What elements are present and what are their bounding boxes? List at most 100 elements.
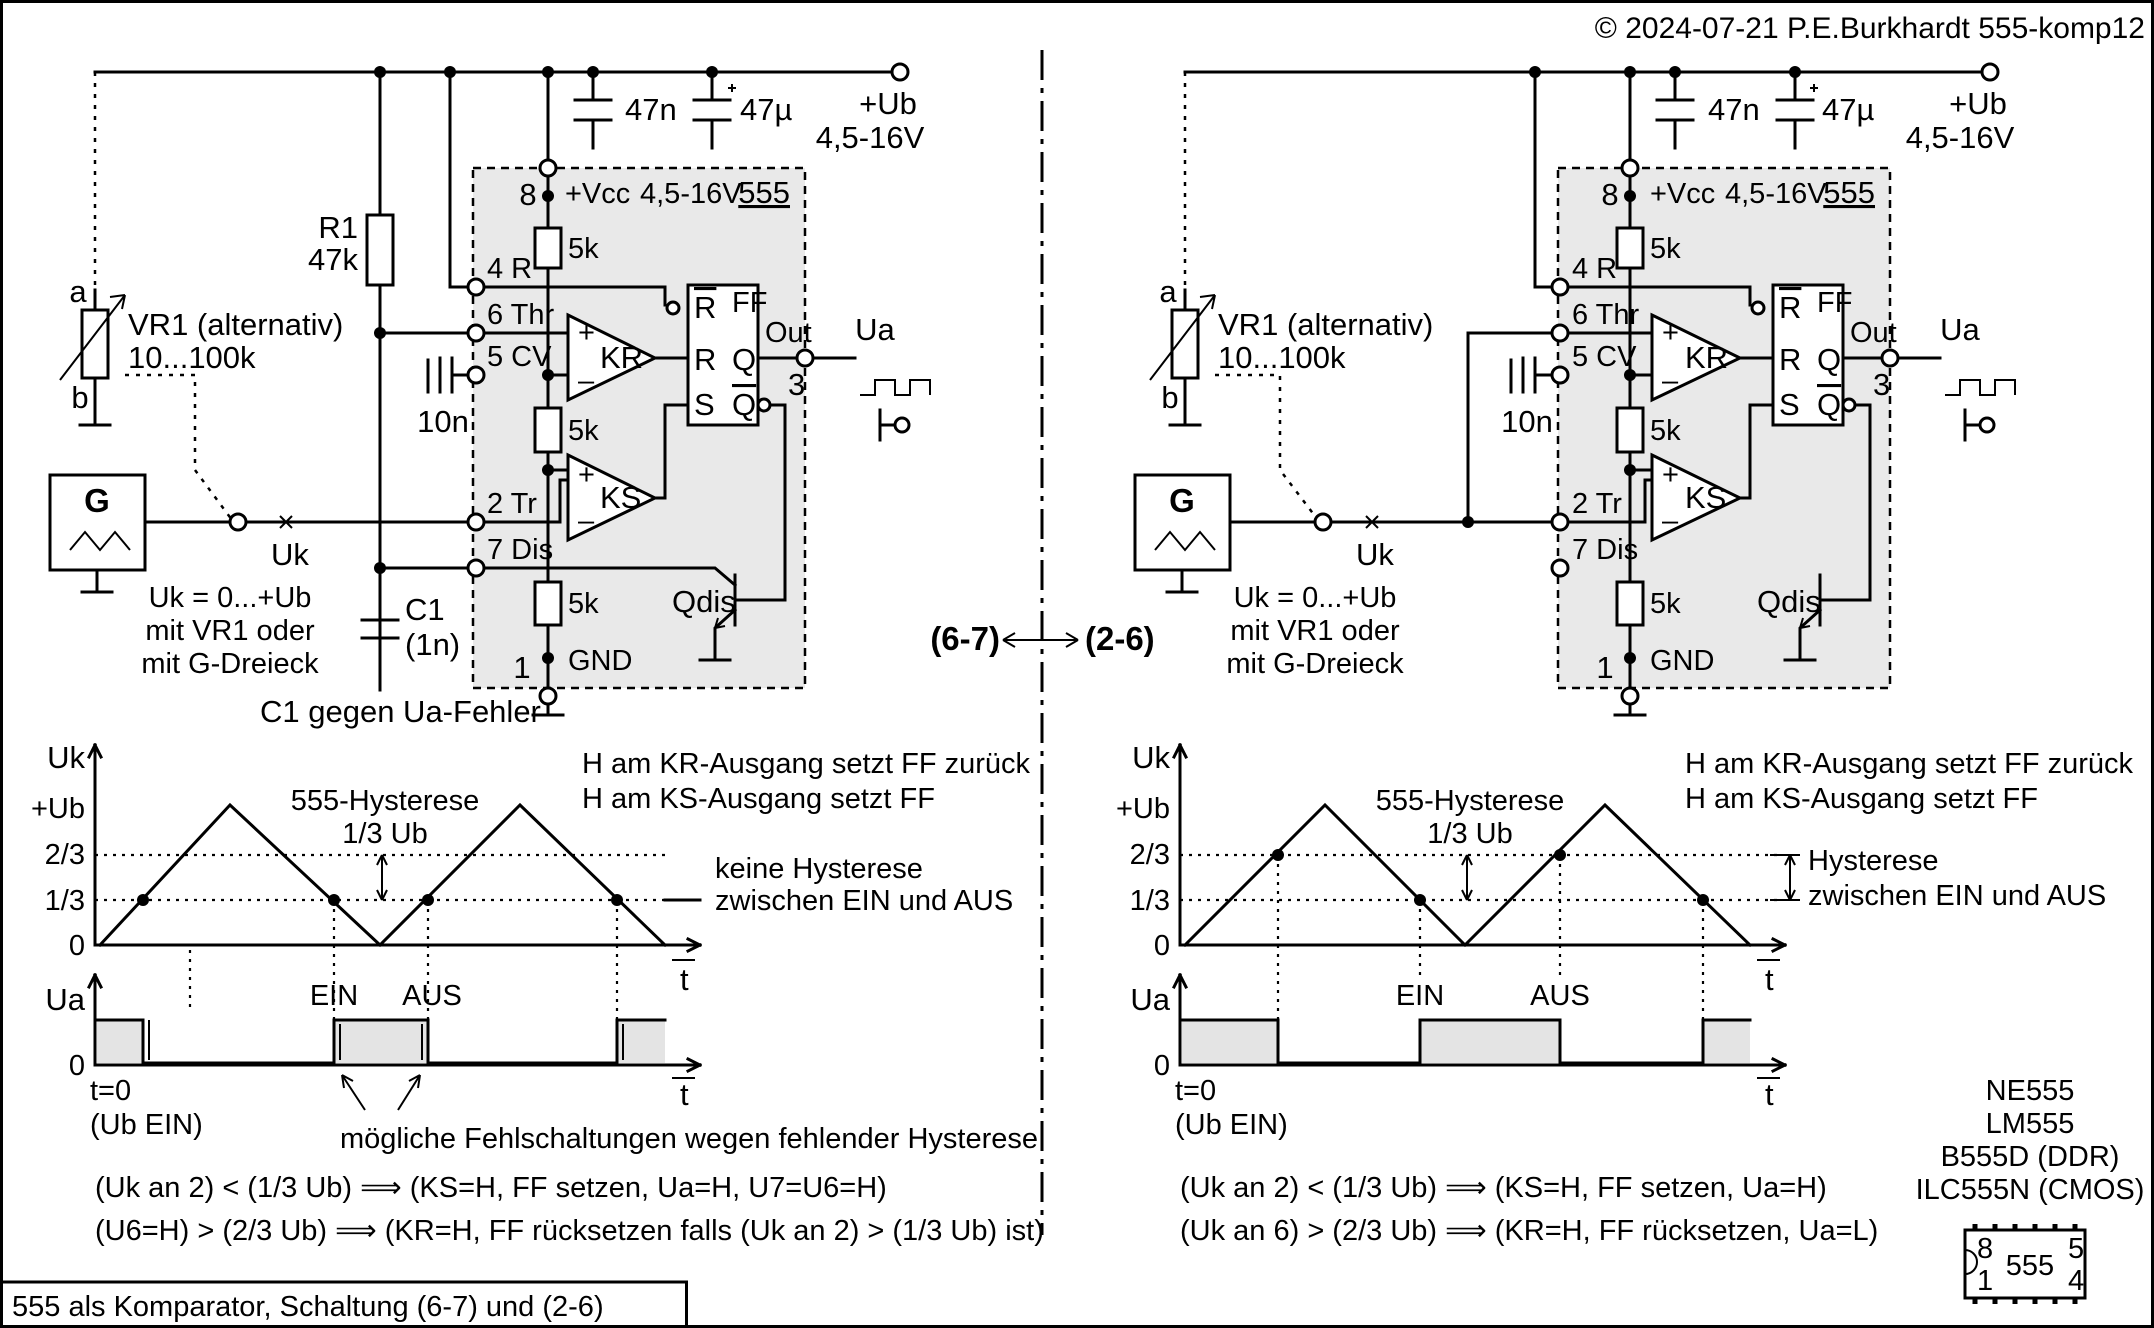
pin4-label-r: 4 R xyxy=(1572,253,1617,285)
c1-capacitor xyxy=(360,566,400,692)
ks-plus: + xyxy=(578,459,595,491)
t0-r: 0 xyxy=(1154,930,1170,962)
kr-note: H am KR-Ausgang setzt FF zurück xyxy=(582,748,1031,780)
pkg-pin4: 4 xyxy=(2068,1265,2084,1297)
eq2-left: (U6=H) > (2/3 Ub) ⟹ (KR=H, FF rücksetzen… xyxy=(95,1215,1044,1247)
out-label-r: Out xyxy=(1850,317,1897,349)
ff-r-r: R xyxy=(1779,342,1801,377)
kr-minus-r: – xyxy=(1662,365,1679,397)
ff-label: FF xyxy=(732,287,767,319)
uk-label: Uk xyxy=(271,537,309,572)
vr1-range: 10...100k xyxy=(128,340,256,375)
t23-r: 2/3 xyxy=(1130,839,1170,871)
pkg-pin8: 8 xyxy=(1977,1233,1993,1265)
gnd-label: GND xyxy=(568,645,632,677)
ff-qbar-r: Q xyxy=(1817,387,1841,422)
pkg-name: 555 xyxy=(2006,1250,2054,1282)
t0: 0 xyxy=(69,930,85,962)
aus-label-r: AUS xyxy=(1530,980,1590,1012)
t0-label: t=0 xyxy=(90,1075,131,1107)
r1-resistor xyxy=(365,213,395,287)
hyst-val-r: 1/3 Ub xyxy=(1427,818,1512,850)
ff-q-r: Q xyxy=(1817,342,1841,377)
chip-name: 555 xyxy=(738,175,790,210)
r5k-1-r: 5k xyxy=(1650,233,1681,265)
ua-label-r: Ua xyxy=(1940,312,1980,347)
pin3-label: 3 xyxy=(788,367,805,402)
pin7-label: 7 Dis xyxy=(487,534,553,566)
ic-type-4: ILC555N (CMOS) xyxy=(1916,1174,2145,1206)
pin1: 1 xyxy=(513,650,530,685)
pin4-label: 4 R xyxy=(487,253,532,285)
vr1-b-r: b xyxy=(1161,380,1178,415)
t0-label-r: t=0 xyxy=(1175,1075,1216,1107)
eq1-right: (Uk an 2) < (1/3 Ub) ⟹ (KS=H, FF setzen,… xyxy=(1180,1172,1827,1204)
t0-ua-r: 0 xyxy=(1154,1050,1170,1082)
pin3-label-r: 3 xyxy=(1873,367,1890,402)
aus-label: AUS xyxy=(402,980,462,1012)
t23: 2/3 xyxy=(45,839,85,871)
vr1-label-r: VR1 (alternativ) xyxy=(1218,307,1433,342)
t-axis-2-r: t xyxy=(1765,1077,1774,1112)
uk-note-2-r: mit VR1 oder xyxy=(1230,615,1400,647)
c1-note: C1 gegen Ua-Fehler xyxy=(260,694,541,729)
uk-note-2: mit VR1 oder xyxy=(145,615,315,647)
vr1-label: VR1 (alternativ) xyxy=(128,307,343,342)
ic-type-1: NE555 xyxy=(1986,1075,2075,1107)
kr-plus-r: + xyxy=(1662,317,1679,349)
ks-minus: – xyxy=(578,505,595,537)
ub-range: 4,5-16V xyxy=(816,120,925,155)
uk-note-1: Uk = 0...+Ub xyxy=(149,582,312,614)
chip-name-r: 555 xyxy=(1823,175,1875,210)
pkg-pin1: 1 xyxy=(1977,1265,1993,1297)
ua-label: Ua xyxy=(855,312,895,347)
cap-47n-label-r: 47n xyxy=(1708,92,1760,127)
ff-label-r: FF xyxy=(1817,287,1852,319)
cv-cap-label: 10n xyxy=(417,404,469,439)
gnd-label-r: GND xyxy=(1650,645,1714,677)
pin8: 8 xyxy=(519,177,536,212)
ic-type-2: LM555 xyxy=(1986,1108,2075,1140)
ub-label: +Ub xyxy=(859,86,917,121)
generator-label-r: G xyxy=(1169,482,1195,519)
flipflop-ff xyxy=(686,283,760,427)
pin5-label: 5 CV xyxy=(487,341,552,373)
graph-right: Uk +Ub 2/3 1/3 0 555-Hysterese 1/3 Ub H … xyxy=(1116,740,2134,1247)
uk-note-1-r: Uk = 0...+Ub xyxy=(1234,582,1397,614)
copyright: © 2024-07-21 P.E.Burkhardt 555-komp12 xyxy=(1595,12,2145,45)
ic-types: NE555 LM555 B555D (DDR) ILC555N (CMOS) xyxy=(1916,1075,2145,1206)
pkg-pin5: 5 xyxy=(2068,1233,2084,1265)
comparator-kr xyxy=(566,312,659,403)
qdis-label-r: Qdis xyxy=(1757,584,1821,619)
kr-plus: + xyxy=(578,317,595,349)
eq2-right: (Uk an 6) > (2/3 Ub) ⟹ (KR=H, FF rückset… xyxy=(1180,1215,1878,1247)
uk-note-3: mit G-Dreieck xyxy=(141,648,319,680)
ks-minus-r: – xyxy=(1662,505,1679,537)
out-label: Out xyxy=(765,317,812,349)
vr1-resistor xyxy=(80,308,110,380)
kr-minus: – xyxy=(578,365,595,397)
circuit-right: +Ub 4,5-16V 47n 47µ a b VR1 (alternativ)… xyxy=(1133,62,2016,717)
ein-label: EIN xyxy=(310,980,358,1012)
r1-value: 47k xyxy=(308,242,358,277)
ub-tick: +Ub xyxy=(31,793,85,825)
fehl-note: mögliche Fehlschaltungen wegen fehlender… xyxy=(340,1123,1038,1155)
generator-g xyxy=(48,473,147,572)
ub-range-r: 4,5-16V xyxy=(1906,120,2015,155)
cap-47n-label: 47n xyxy=(625,92,677,127)
hyst-2-r: zwischen EIN und AUS xyxy=(1808,880,2106,912)
r5k-3-r: 5k xyxy=(1650,588,1681,620)
r5k-3: 5k xyxy=(568,588,599,620)
ks-label: KS xyxy=(600,480,641,515)
pin2-label: 2 Tr xyxy=(487,488,537,520)
caption: 555 als Komparator, Schaltung (6-7) und … xyxy=(12,1291,604,1323)
graph-left: Uk +Ub 2/3 1/3 0 555-Hysterese 1/3 Ub H … xyxy=(31,740,1044,1247)
generator-label: G xyxy=(84,482,110,519)
pin5-label-r: 5 CV xyxy=(1572,341,1637,373)
variant-right-label: (2-6) xyxy=(1085,620,1155,657)
t13: 1/3 xyxy=(45,885,85,917)
kr-note-r: H am KR-Ausgang setzt FF zurück xyxy=(1685,748,2134,780)
qdis-label: Qdis xyxy=(672,584,736,619)
ff-q: Q xyxy=(732,342,756,377)
ks-note-r: H am KS-Ausgang setzt FF xyxy=(1685,783,2038,815)
